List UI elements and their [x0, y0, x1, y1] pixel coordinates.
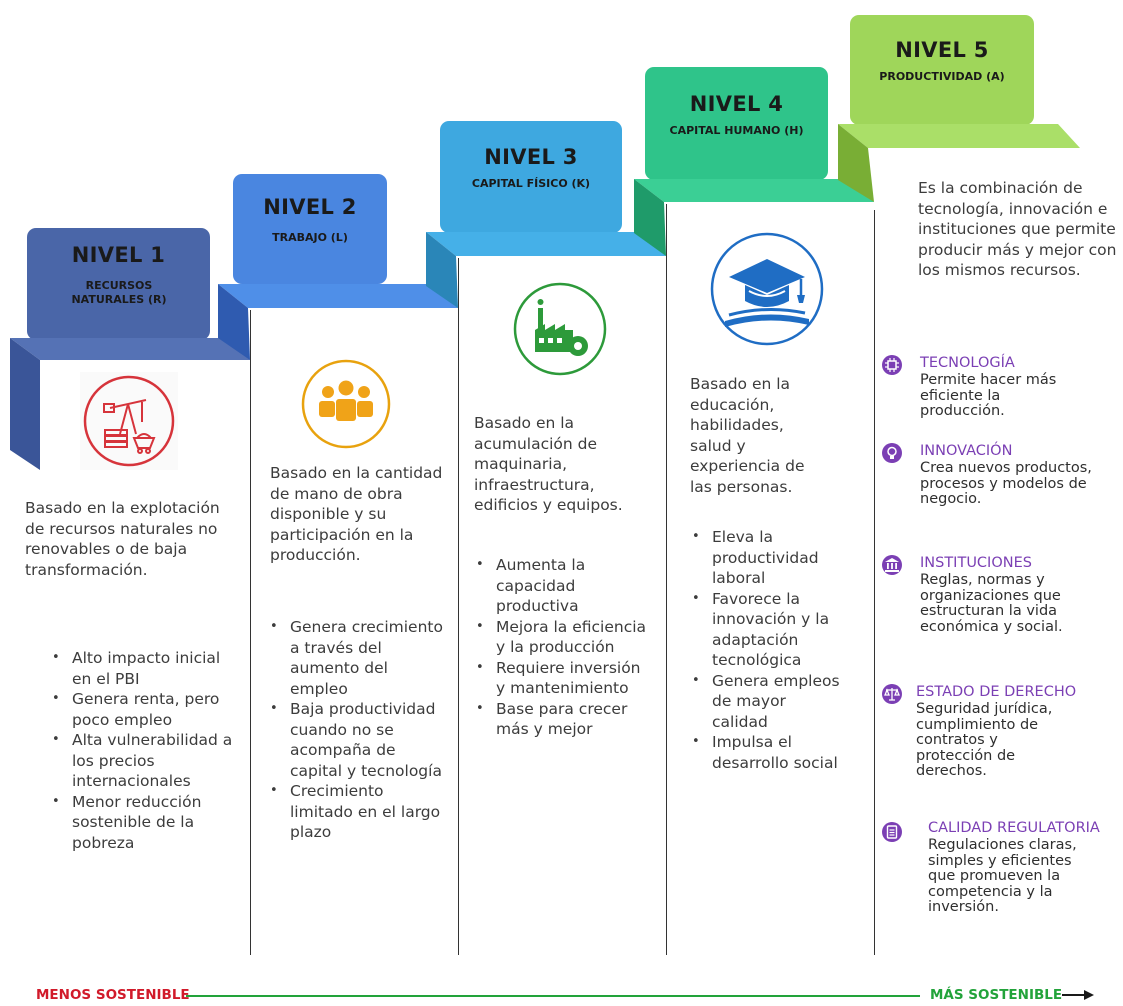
level-label: NIVEL 1: [71, 243, 166, 267]
step-3-tread: [426, 232, 666, 256]
step-4-description: Basado en la educación, habilidades, sal…: [690, 375, 805, 496]
list-item: Crecimiento limitado en el largo plazo: [268, 781, 448, 843]
level-name: CAPITAL FÍSICO (K): [471, 177, 591, 190]
list-item: Genera crecimiento a través del aumento …: [268, 617, 448, 699]
step-5-riser: [838, 124, 874, 202]
chip-icon: [882, 355, 902, 375]
item-title: CALIDAD REGULATORIA: [928, 820, 1100, 836]
level-name: RECURSOS NATURALES (R): [71, 279, 167, 306]
more-sustainable-label: MÁS SOSTENIBLE: [930, 987, 1063, 1003]
item-text: Reglas, normas y organizaciones que estr…: [920, 572, 1063, 635]
list-item: Genera empleos de mayor calidad: [690, 671, 840, 733]
productivity-item-regulatory-quality: CALIDAD REGULATORIA Regulaciones claras,…: [878, 820, 1118, 950]
list-item: Baja productividad cuando no se acompaña…: [268, 699, 448, 781]
step-3-description: Basado en la acumulación de maquinaria, …: [474, 414, 623, 514]
step-4-header: [645, 67, 828, 180]
list-item: Menor reducción sostenible de la pobreza: [50, 792, 240, 854]
list-item: Eleva la productividad laboral: [690, 527, 840, 589]
level-label: NIVEL 3: [484, 145, 578, 169]
list-item: Favorece la innovación y la adaptación t…: [690, 589, 840, 671]
list-item: Base para crecer más y mejor: [474, 699, 654, 740]
step-1-tread: [10, 338, 250, 360]
productivity-item-institutions: INSTITUCIONES Reglas, normas y organizac…: [878, 555, 1118, 665]
step-1-title: NIVEL 1 RECURSOS NATURALES (R): [27, 243, 210, 307]
lightbulb-icon: [882, 443, 902, 463]
level-label: NIVEL 2: [263, 195, 357, 219]
step-1-points: Alto impacto inicial en el PBI Genera re…: [50, 648, 240, 853]
step-3-points: Aumenta la capacidad productiva Mejora l…: [474, 555, 654, 740]
step-4-tread: [634, 179, 874, 202]
list-item: Requiere inversión y mantenimiento: [474, 658, 654, 699]
step-4-title: NIVEL 4 CAPITAL HUMANO (H): [645, 92, 828, 138]
step-1-riser: [10, 338, 40, 470]
step-5-tread: [838, 124, 1080, 148]
productivity-item-technology: TECNOLOGÍA Permite hacer más eficiente l…: [878, 355, 1118, 435]
sustainability-axis-line: [186, 995, 920, 997]
step-5-description: Es la combinación de tecnología, innovac…: [918, 179, 1117, 279]
list-item: Genera renta, pero poco empleo: [50, 689, 240, 730]
column-divider: [666, 204, 667, 955]
level-label: NIVEL 4: [689, 92, 784, 116]
item-text: Permite hacer más eficiente la producció…: [920, 372, 1057, 419]
list-item: Alto impacto inicial en el PBI: [50, 648, 240, 689]
scales-icon: [882, 684, 902, 704]
oil-pump-mining-icon: [80, 372, 178, 470]
list-item: Alta vulnerabilidad a los precios intern…: [50, 730, 240, 792]
item-title: INSTITUCIONES: [920, 555, 1032, 571]
step-3-riser: [426, 232, 458, 308]
column-divider: [874, 210, 875, 955]
level-name: TRABAJO (L): [272, 231, 348, 244]
arrow-right-icon: [1062, 986, 1096, 1002]
step-1-description: Basado en la explotación de recursos nat…: [25, 499, 220, 579]
people-group-icon: [300, 358, 392, 450]
list-item: Aumenta la capacidad productiva: [474, 555, 654, 617]
step-4-riser: [634, 179, 666, 256]
step-4-points: Eleva la productividad laboral Favorece …: [690, 527, 840, 773]
item-title: TECNOLOGÍA: [920, 355, 1015, 371]
clipboard-icon: [882, 822, 902, 842]
less-sustainable-label: MENOS SOSTENIBLE: [36, 987, 190, 1003]
step-5-header: [850, 15, 1034, 125]
level-label: NIVEL 5: [895, 38, 989, 62]
step-2-header: [233, 174, 387, 284]
step-2-description: Basado en la cantidad de mano de obra di…: [270, 464, 443, 564]
level-name: CAPITAL HUMANO (H): [669, 124, 804, 137]
step-3-header: [440, 121, 622, 233]
step-2-tread: [218, 284, 458, 308]
step-5-title: NIVEL 5 PRODUCTIVIDAD (A): [850, 38, 1034, 84]
item-title: ESTADO DE DERECHO: [916, 684, 1077, 700]
step-1-header: [27, 228, 210, 340]
item-text: Seguridad jurídica, cumplimiento de cont…: [916, 701, 1053, 779]
column-divider: [458, 258, 459, 955]
list-item: Mejora la eficiencia y la producción: [474, 617, 654, 658]
step-2-points: Genera crecimiento a través del aumento …: [268, 617, 448, 843]
step-2-riser: [218, 284, 250, 360]
column-divider: [250, 310, 251, 955]
graduation-cap-icon: [707, 229, 827, 349]
item-text: Regulaciones claras, simples y eficiente…: [928, 837, 1077, 915]
institution-building-icon: [882, 555, 902, 575]
step-2-title: NIVEL 2 TRABAJO (L): [233, 195, 387, 245]
factory-gear-icon: [511, 280, 609, 378]
item-title: INNOVACIÓN: [920, 443, 1013, 459]
step-3-title: NIVEL 3 CAPITAL FÍSICO (K): [440, 145, 622, 191]
productivity-item-rule-of-law: ESTADO DE DERECHO Seguridad jurídica, cu…: [878, 684, 1118, 794]
item-text: Crea nuevos productos, procesos y modelo…: [920, 460, 1092, 507]
productivity-item-innovation: INNOVACIÓN Crea nuevos productos, proces…: [878, 443, 1118, 533]
list-item: Impulsa el desarrollo social: [690, 732, 840, 773]
level-name: PRODUCTIVIDAD (A): [879, 70, 1005, 83]
